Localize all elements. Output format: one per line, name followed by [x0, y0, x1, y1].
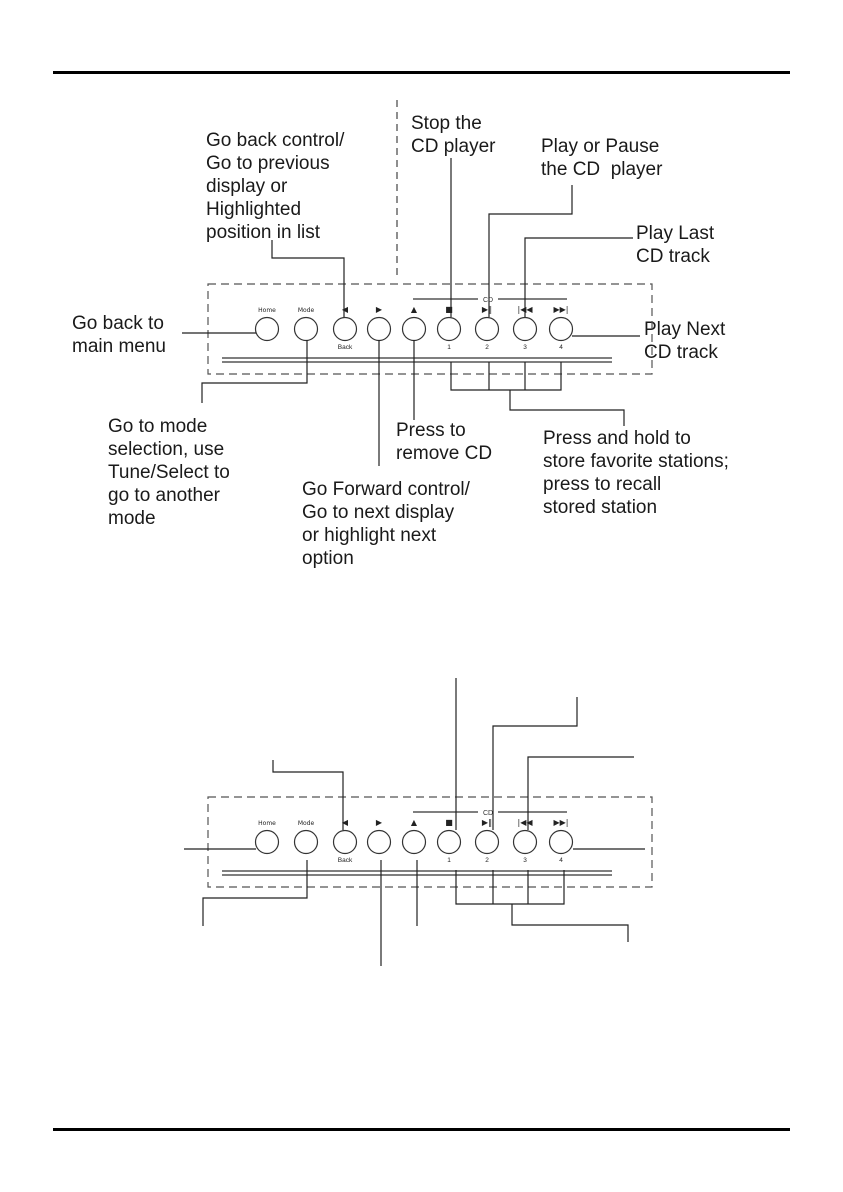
back-sub-label: Back	[338, 344, 353, 351]
mode-button[interactable]	[293, 829, 319, 855]
play-pause-sub-label: 2	[485, 344, 489, 351]
play-pause-button[interactable]	[474, 829, 500, 855]
stop-icon: ■	[445, 818, 453, 827]
stop-icon: ■	[445, 305, 453, 314]
forward-button[interactable]	[366, 316, 392, 342]
forward-button[interactable]	[366, 829, 392, 855]
prev-track-sub-label: 3	[523, 344, 527, 351]
next-track-icon: ▶▶|	[554, 305, 569, 314]
panel-diagram-2: CD Home Mode ◀ Back ▶ ▲ ■ 1 ▶‖ 2 |◀◀ 3 ▶▶| 4	[207, 796, 653, 888]
back-arrow-icon: ◀	[342, 818, 349, 827]
eject-icon: ▲	[411, 305, 418, 314]
back-button[interactable]	[332, 316, 358, 342]
play-pause-icon: ▶‖	[482, 818, 492, 827]
stop-sub-label: 1	[447, 344, 451, 351]
leader-lines	[182, 100, 645, 966]
callout-play-pause-cd: Play or Pause the CD player	[541, 136, 663, 180]
mode-button[interactable]	[293, 316, 319, 342]
leader2-presets-bus	[455, 870, 565, 905]
callout-go-back-control: Go back control/ Go to previous display …	[206, 130, 345, 243]
forward-arrow-icon: ▶	[376, 305, 383, 314]
leader2-play-last	[527, 756, 634, 830]
home-button[interactable]	[254, 316, 280, 342]
leader2-go-back	[272, 760, 344, 830]
play-pause-sub-label: 2	[485, 857, 489, 864]
prev-track-button[interactable]	[512, 829, 538, 855]
leader-press-hold	[509, 390, 625, 426]
callout-go-back-main: Go back to main menu	[72, 313, 166, 357]
home-button[interactable]	[254, 829, 280, 855]
callout-play-last: Play Last CD track	[636, 223, 715, 267]
stop-button[interactable]	[436, 316, 462, 342]
mode-label: Mode	[298, 820, 315, 827]
next-track-sub-label: 4	[559, 857, 563, 864]
prev-track-button[interactable]	[512, 316, 538, 342]
panel-dashed-frame	[207, 796, 653, 888]
leader2-press-hold	[511, 904, 629, 942]
callout-press-remove: Press to remove CD	[396, 420, 493, 464]
header-rule	[53, 71, 790, 74]
back-sub-label: Back	[338, 857, 353, 864]
callout-go-to-mode: Go to mode selection, use Tune/Select to…	[108, 416, 230, 529]
next-track-icon: ▶▶|	[554, 818, 569, 827]
next-track-button[interactable]	[548, 316, 574, 342]
play-pause-icon: ▶‖	[482, 305, 492, 314]
cd-label: CD	[483, 810, 493, 817]
leader2-play-pause	[492, 697, 578, 830]
callout-go-forward: Go Forward control/ Go to next display o…	[302, 479, 470, 569]
forward-arrow-icon: ▶	[376, 818, 383, 827]
back-arrow-icon: ◀	[342, 305, 349, 314]
leader-play-pause	[488, 185, 573, 317]
eject-button[interactable]	[401, 316, 427, 342]
next-track-sub-label: 4	[559, 344, 563, 351]
leader-presets-bus	[450, 362, 562, 391]
cd-label: CD	[483, 297, 493, 304]
footer-rule	[53, 1128, 790, 1131]
home-label: Home	[258, 307, 276, 314]
leader-play-last	[524, 237, 633, 317]
next-track-button[interactable]	[548, 829, 574, 855]
eject-icon: ▲	[411, 818, 418, 827]
stop-button[interactable]	[436, 829, 462, 855]
leader-mode	[201, 340, 308, 403]
previous-track-icon: |◀◀	[518, 818, 534, 827]
stop-sub-label: 1	[447, 857, 451, 864]
callout-play-next: Play Next CD track	[644, 319, 726, 363]
panel-dashed-frame	[207, 283, 653, 375]
home-label: Home	[258, 820, 276, 827]
leader2-mode	[202, 860, 308, 926]
leader-go-back-control	[271, 240, 345, 317]
back-button[interactable]	[332, 829, 358, 855]
callout-stop-cd: Stop the CD player	[411, 113, 496, 157]
play-pause-button[interactable]	[474, 316, 500, 342]
mode-label: Mode	[298, 307, 315, 314]
callout-press-hold: Press and hold to store favorite station…	[543, 428, 729, 518]
eject-button[interactable]	[401, 829, 427, 855]
prev-track-sub-label: 3	[523, 857, 527, 864]
